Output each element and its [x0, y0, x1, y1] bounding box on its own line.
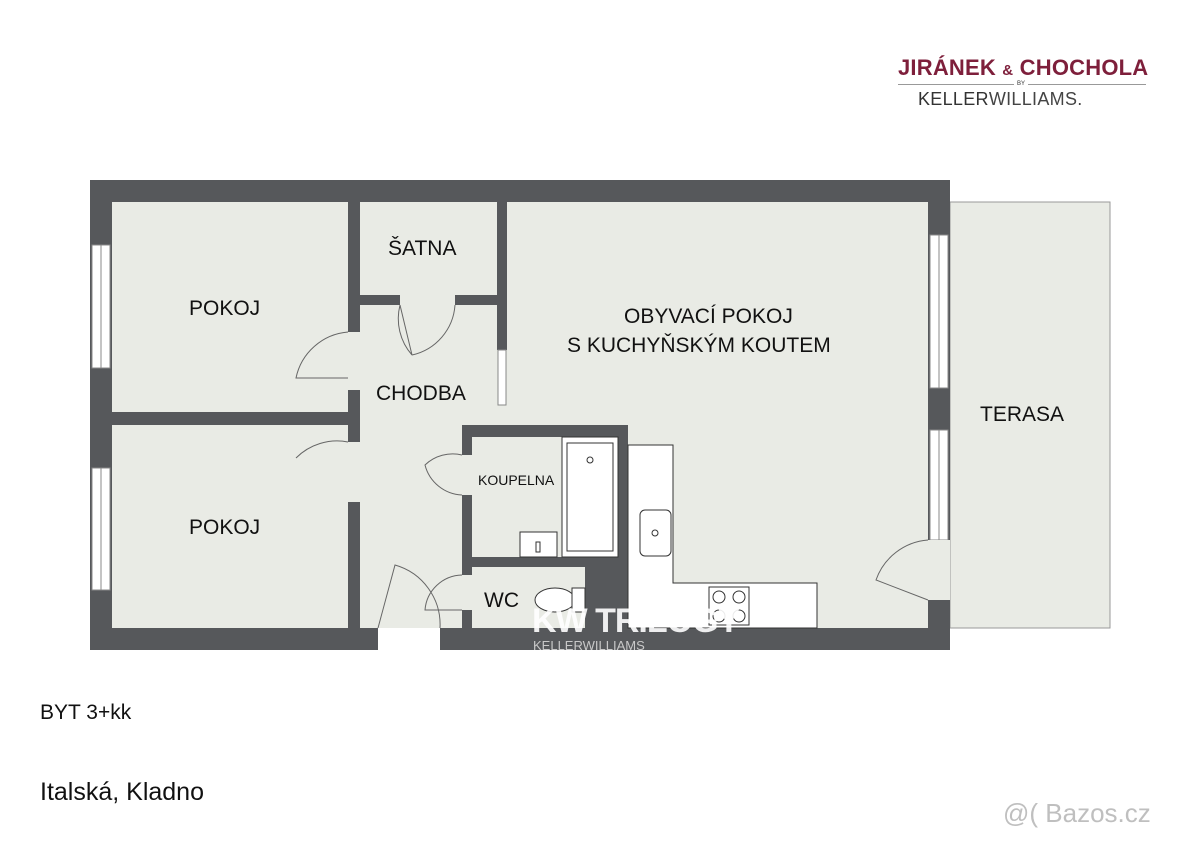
door-swings [295, 304, 929, 629]
room-label-pokoj-2: POKOJ [189, 516, 261, 539]
cooktop-burners [712, 590, 746, 623]
entry-opening [378, 628, 440, 650]
room-label-obyvaci-1: OBYVACÍ POKOJ [624, 305, 793, 328]
watermark-kellerwilliams: KELLERWILLIAMS [533, 638, 645, 653]
apartment-type: BYT 3+kk [40, 701, 132, 724]
room-label-satna: ŠATNA [388, 237, 457, 260]
apartment-location: Italská, Kladno [40, 778, 204, 806]
room-label-terasa: TERASA [980, 403, 1065, 426]
brand-logo-title: JIRÁNEK & CHOCHOLA [898, 55, 1149, 80]
room-label-pokoj: POKOJ [189, 297, 261, 320]
brand-logo-subtitle: KELLERWILLIAMS. [918, 89, 1083, 109]
logo-by: BY [1014, 81, 1029, 87]
room-label-koupelna: KOUPELNA [478, 472, 555, 488]
kitchen-sink [639, 509, 672, 557]
windows [91, 234, 949, 591]
room-label-wc: WC [484, 589, 519, 612]
terrace-door-opening [928, 540, 950, 600]
cooktop [708, 586, 750, 626]
bazos-watermark: @( Bazos.cz [1003, 798, 1151, 828]
interior-walls [112, 202, 628, 628]
room-label-obyvaci-2: S KUCHYŇSKÝM KOUTEM [567, 334, 831, 357]
washbasin [519, 531, 558, 558]
room-label-chodba: CHODBA [376, 382, 466, 405]
watermark-kw-trilogy: KW TRILOGY [532, 602, 740, 640]
